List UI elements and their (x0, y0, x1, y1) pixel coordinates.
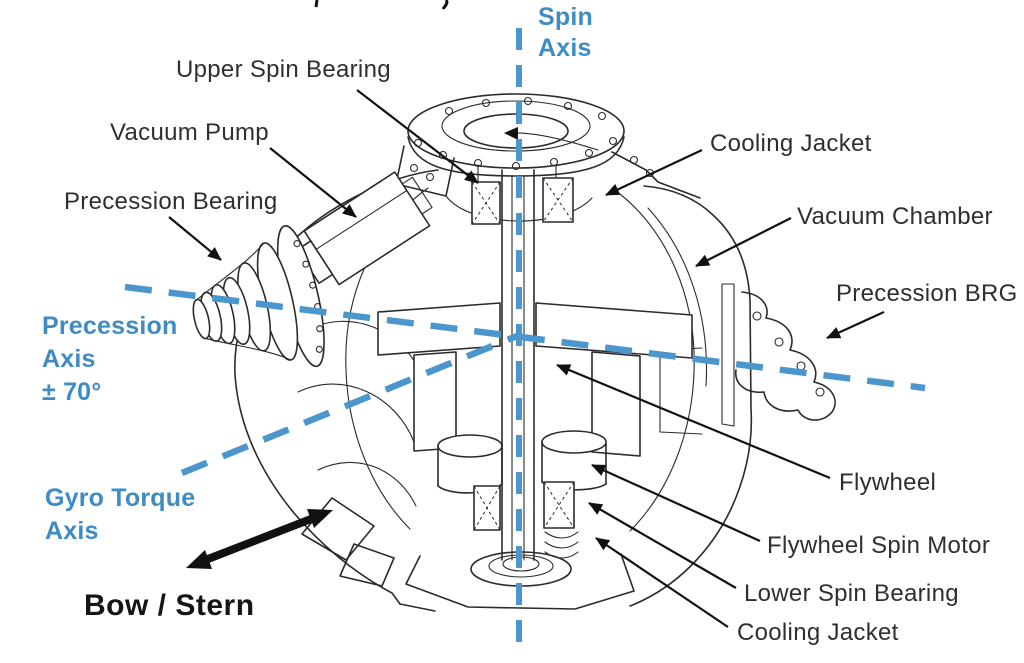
gyro-torque-axis-line (180, 332, 519, 477)
spin-axis-label-line2: Axis (538, 34, 592, 62)
precession-axis-label-line3: ± 70° (42, 378, 102, 406)
cropped-text-fragment (314, 0, 319, 8)
leader-vacuum-pump (269, 147, 357, 218)
leader-arrows (168, 89, 885, 628)
leader-upper-spin-bearing (356, 89, 479, 184)
leader-cooling-jacket-top (605, 149, 703, 196)
spin-axis-label-line1: Spin (538, 3, 593, 31)
spin-bearings (471, 177, 579, 559)
precession-brg-cluster (735, 291, 836, 421)
spin-shaft (501, 169, 535, 561)
leader-precession-brg (826, 310, 885, 340)
precession-axis-label-line1: Precession (42, 312, 178, 340)
spin-axis-label: Spin Axis (538, 2, 593, 64)
bow-stern-label: Bow / Stern (84, 589, 255, 622)
leader-cooling-jacket-bottom (595, 537, 729, 628)
label-cooling-jacket-bottom: Cooling Jacket (737, 619, 899, 646)
leader-flywheel (556, 363, 831, 480)
label-lower-spin-bearing: Lower Spin Bearing (744, 580, 959, 607)
label-vacuum-pump: Vacuum Pump (110, 119, 269, 146)
precession-axis-label-line2: Axis (42, 345, 96, 373)
gyro-torque-axis-label-line2: Axis (45, 517, 99, 545)
label-flywheel: Flywheel (839, 469, 937, 496)
label-precession-brg: Precession BRG (836, 280, 1018, 307)
vacuum-pump-unit (296, 171, 433, 286)
lower-housing-hub (405, 551, 635, 610)
cropped-text-fragment (441, 0, 449, 10)
label-cooling-jacket-top: Cooling Jacket (710, 130, 872, 157)
precession-axis-line (124, 283, 926, 392)
gyro-cutaway-drawing (192, 0, 836, 612)
leader-vacuum-chamber (695, 217, 792, 267)
leader-lower-spin-bearing (588, 502, 737, 589)
bow-stern-arrow (186, 509, 333, 569)
label-upper-spin-bearing: Upper Spin Bearing (176, 56, 391, 83)
flywheel-section (377, 302, 693, 494)
leader-flywheel-spin-motor (591, 463, 761, 543)
gyro-torque-axis-label: Gyro Torque Axis (45, 482, 195, 548)
label-flywheel-spin-motor: Flywheel Spin Motor (767, 532, 991, 559)
precession-axis-label: Precession Axis ± 70° (42, 310, 177, 409)
label-precession-bearing: Precession Bearing (64, 188, 278, 215)
upper-flange-assembly (395, 93, 701, 199)
section-pointer (504, 127, 518, 140)
gyro-torque-axis-label-line1: Gyro Torque (45, 484, 196, 512)
leader-precession-bearing (168, 216, 222, 261)
label-vacuum-chamber: Vacuum Chamber (797, 203, 993, 230)
